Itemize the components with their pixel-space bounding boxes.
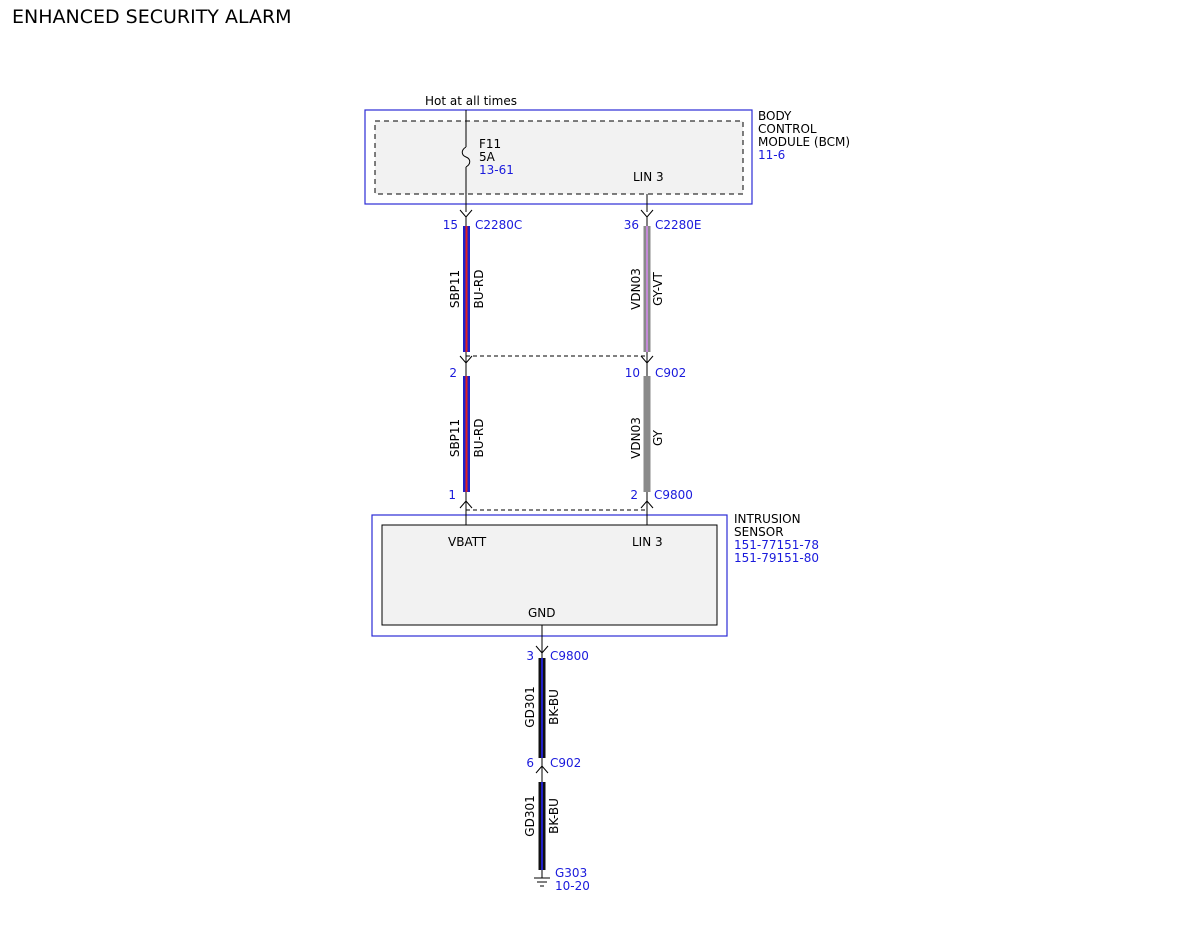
wire-sbp11-lower-circuit: SBP11	[448, 419, 462, 457]
sensor-name-line2: SENSOR	[734, 525, 784, 539]
c2280c-pin: 15	[443, 218, 458, 232]
wire-gd301-upper[interactable]	[538, 658, 546, 758]
c9800-right-pin: 2	[630, 488, 638, 502]
wire-vdn03-upper-stripe	[646, 226, 648, 352]
wire-gd301-upper-color: BK-BU	[547, 689, 561, 725]
c9800-gnd-pin-icon	[535, 645, 549, 654]
wire-sbp11-upper-color: BU-RD	[472, 270, 486, 309]
bcm-ref-link[interactable]: 11-6	[758, 148, 785, 162]
bcm-name-line2: CONTROL	[758, 122, 817, 136]
wire-gd301-upper-circuit: GD301	[523, 686, 537, 727]
wire-vdn03-upper-circuit: VDN03	[629, 268, 643, 310]
c9800-name[interactable]: C9800	[654, 488, 693, 502]
fuse-icon	[461, 146, 471, 168]
sensor-ref2-link[interactable]: 151-79151-80	[734, 551, 819, 565]
wire-vdn03-lower-base	[643, 376, 651, 492]
c2280c-name[interactable]: C2280C	[475, 218, 522, 232]
ground-ref-link[interactable]: 10-20	[555, 879, 590, 893]
c9800-left-pin: 1	[448, 488, 456, 502]
bcm-lin-label: LIN 3	[633, 170, 664, 184]
c902-name[interactable]: C902	[655, 366, 686, 380]
c902-right-pin: 10	[625, 366, 640, 380]
c902-gnd-pin-icon	[535, 765, 549, 774]
power-source-label: Hot at all times	[425, 94, 517, 108]
ground-name[interactable]: G303	[555, 866, 587, 880]
fuse-rating: 5A	[479, 150, 496, 164]
bcm-module-body	[374, 120, 744, 195]
wire-vdn03-lower-circuit: VDN03	[629, 417, 643, 459]
wire-gd301-lower-circuit: GD301	[523, 795, 537, 836]
wire-gd301-upper-stripe	[541, 658, 543, 758]
wire-sbp11-upper[interactable]	[463, 226, 470, 352]
wire-sbp11-lower[interactable]	[463, 376, 470, 492]
bcm-name-line3: MODULE (BCM)	[758, 135, 850, 149]
bcm-name-line1: BODY	[758, 109, 792, 123]
intrusion-sensor-body	[381, 524, 718, 626]
wire-vdn03-upper[interactable]	[643, 226, 651, 352]
fuse-ref-link[interactable]: 13-61	[479, 163, 514, 177]
c9800-left-pin-icon	[459, 500, 473, 509]
sensor-vbatt-label: VBATT	[448, 535, 487, 549]
fuse-name: F11	[479, 137, 501, 151]
sensor-name-line1: INTRUSION	[734, 512, 801, 526]
sensor-gnd-label: GND	[528, 606, 556, 620]
wire-sbp11-lower-color: BU-RD	[472, 419, 486, 458]
page-title: ENHANCED SECURITY ALARM	[12, 6, 292, 28]
c902-gnd-pin: 6	[526, 756, 534, 770]
ground-icon	[534, 870, 550, 887]
wire-gd301-lower-stripe	[541, 782, 543, 870]
c902-gnd-name[interactable]: C902	[550, 756, 581, 770]
wire-sbp11-upper-circuit: SBP11	[448, 270, 462, 308]
sensor-ref1-link[interactable]: 151-77151-78	[734, 538, 819, 552]
wire-vdn03-lower[interactable]	[643, 376, 651, 492]
c902-left-pin: 2	[449, 366, 457, 380]
wire-vdn03-lower-color: GY	[651, 429, 665, 446]
sensor-lin-label: LIN 3	[632, 535, 663, 549]
wire-vdn03-upper-color: GY-VT	[651, 271, 665, 305]
c9800-right-pin-icon	[640, 500, 654, 509]
c2280e-pin: 36	[624, 218, 639, 232]
wire-sbp11-lower-stripe	[465, 376, 468, 492]
c9800-gnd-pin: 3	[526, 649, 534, 663]
wire-sbp11-upper-stripe	[465, 226, 468, 352]
wire-gd301-lower[interactable]	[538, 782, 546, 870]
c9800-gnd-name[interactable]: C9800	[550, 649, 589, 663]
wire-gd301-lower-color: BK-BU	[547, 798, 561, 834]
c2280e-name[interactable]: C2280E	[655, 218, 702, 232]
